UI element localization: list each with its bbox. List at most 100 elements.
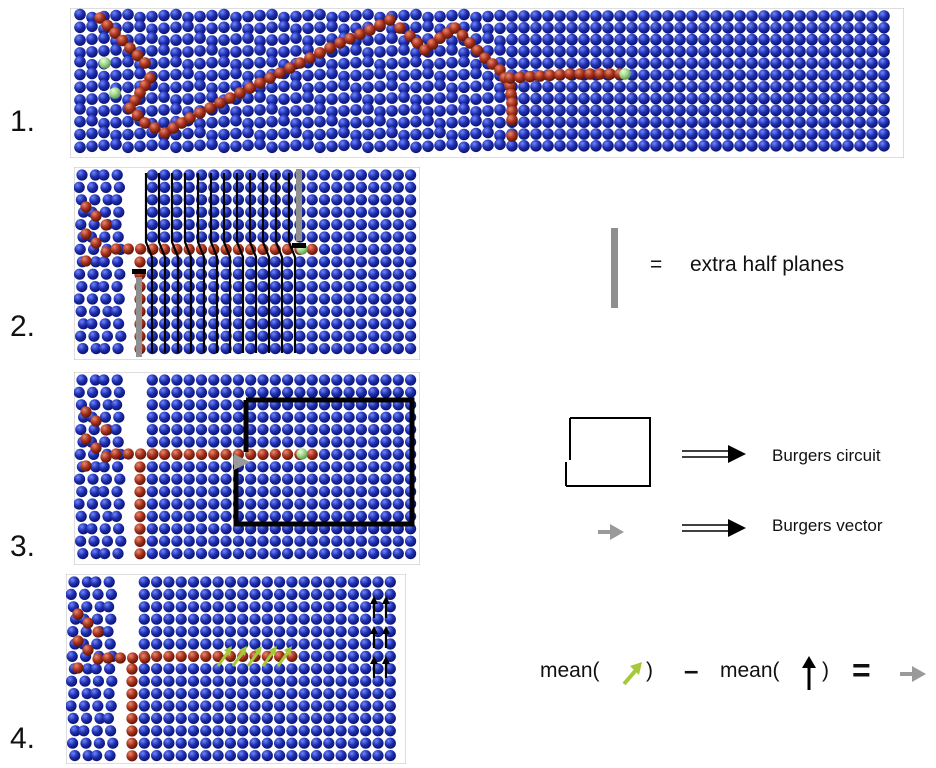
bulk-atom [554, 81, 566, 93]
bulk-atom [232, 374, 244, 386]
bulk-atom [183, 281, 195, 293]
bulk-atom [230, 20, 242, 33]
bulk-atom [770, 45, 782, 58]
bulk-atom [138, 700, 150, 712]
bulk-atom [163, 700, 175, 712]
bulk-atom [331, 206, 343, 218]
bulk-atom [355, 374, 367, 386]
bulk-atom [578, 128, 590, 140]
bulk-atom [518, 81, 530, 93]
bulk-atom [286, 576, 298, 588]
bulk-atom [482, 105, 494, 117]
bulk-atom [323, 650, 335, 662]
bulk-atom [355, 293, 367, 305]
bulk-atom [294, 256, 306, 268]
defect-atom [184, 112, 196, 124]
bulk-atom [405, 243, 417, 255]
defect-atom [504, 80, 516, 92]
bulk-atom [146, 206, 158, 218]
bulk-atom [242, 139, 254, 152]
bulk-atom [187, 576, 200, 588]
bulk-atom [392, 194, 404, 206]
bulk-atom [662, 10, 674, 22]
bulk-atom [245, 486, 257, 498]
bulk-atom [237, 613, 249, 625]
bulk-atom [360, 638, 372, 650]
reference-up-arrowhead [382, 626, 390, 634]
bulk-atom [380, 461, 392, 473]
bulk-atom [590, 57, 602, 69]
green-arrow-icon [622, 662, 642, 686]
defect-atom [505, 88, 517, 101]
bulk-atom [343, 535, 355, 547]
bulk-atom [518, 104, 530, 117]
bulk-atom [218, 55, 230, 68]
bulk-atom [326, 11, 338, 24]
formula-right-mean: mean( [720, 659, 780, 682]
bulk-atom [818, 45, 830, 58]
bulk-atom [282, 293, 294, 305]
bulk-atom [134, 127, 146, 140]
bulk-atom [392, 330, 404, 342]
bulk-atom [310, 650, 323, 662]
bulk-atom [347, 601, 359, 613]
bulk-atom [405, 206, 417, 218]
bulk-atom [187, 750, 200, 762]
bulk-atom [269, 281, 281, 293]
bulk-atom [74, 8, 86, 21]
bulk-atom [410, 115, 422, 128]
bulk-atom [710, 33, 722, 46]
bulk-atom [114, 268, 126, 280]
bulk-atom [380, 473, 392, 485]
bulk-atom [208, 424, 220, 436]
bulk-atom [220, 424, 232, 436]
bulk-atom [746, 128, 758, 140]
bulk-atom [182, 93, 194, 105]
lattice-plane-line [183, 173, 193, 353]
bulk-atom [230, 114, 242, 127]
bulk-atom [405, 219, 417, 231]
bulk-atom [76, 281, 88, 293]
defect-atom [82, 644, 94, 656]
bulk-atom [470, 58, 482, 71]
green-displacement-arrowhead [284, 646, 292, 656]
bulk-atom [470, 67, 482, 80]
defect-atom [269, 448, 281, 460]
bulk-atom [171, 399, 183, 411]
bulk-atom [200, 626, 212, 638]
bulk-atom [470, 20, 482, 33]
bulk-atom [566, 57, 578, 69]
green-displacement-arrowhead [239, 646, 247, 656]
bulk-atom [355, 436, 367, 448]
bulk-atom [220, 523, 232, 535]
bulk-atom [530, 128, 542, 140]
bulk-atom [372, 576, 384, 588]
bulk-atom [626, 116, 638, 128]
bulk-atom [530, 22, 542, 34]
bulk-atom [638, 116, 650, 128]
bulk-atom [368, 256, 380, 268]
bulk-atom [163, 601, 175, 613]
bulk-atom [89, 510, 101, 522]
bulk-atom [518, 140, 530, 152]
bulk-atom [269, 461, 281, 473]
defect-atom [90, 210, 102, 222]
bulk-atom [331, 374, 343, 386]
bulk-atom [218, 21, 230, 34]
bulk-atom [318, 548, 331, 560]
bulk-atom [566, 45, 578, 58]
bulk-atom [282, 281, 294, 293]
bulk-atom [86, 20, 98, 33]
defect-atom [175, 117, 188, 129]
bulk-atom [830, 57, 842, 69]
bulk-atom [638, 81, 650, 93]
bulk-atom [218, 115, 230, 128]
bulk-atom [310, 601, 323, 613]
defect-atom [147, 448, 159, 460]
defect-atom [135, 243, 147, 255]
bulk-atom [405, 330, 417, 342]
black-up-arrow-icon [802, 656, 816, 690]
bulk-atom [245, 386, 257, 398]
defect-atom [314, 47, 326, 59]
bulk-atom [212, 663, 224, 675]
